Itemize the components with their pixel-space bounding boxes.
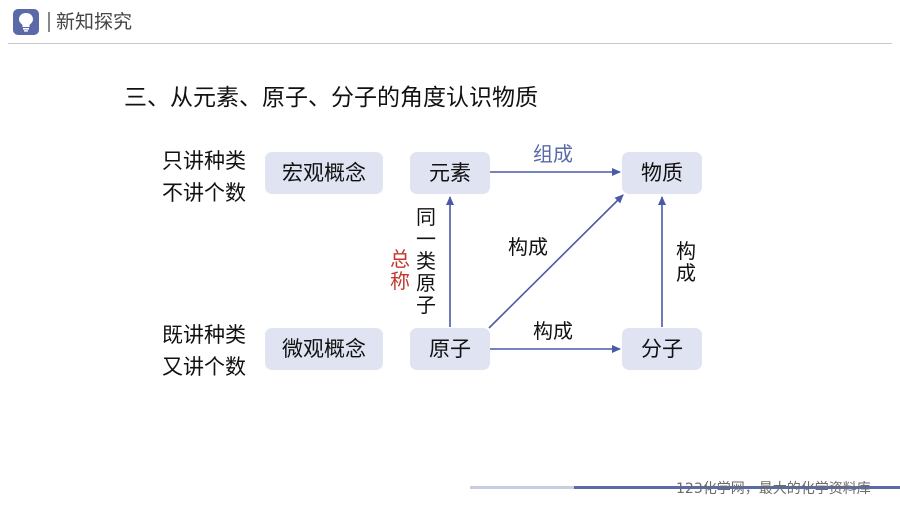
label-char: 类 [416, 249, 436, 273]
header-divider [48, 12, 50, 32]
label-char: 同 [416, 205, 436, 229]
arrow-atom-to-substance [488, 194, 624, 329]
label-same-type-atoms: 同 一 类 原 子 [415, 206, 437, 316]
box-element: 元素 [410, 152, 490, 194]
label-compose: 组成 [533, 142, 573, 166]
label-char: 一 [416, 227, 436, 251]
footer-watermark: 123化学网，最大的化学资料库 [676, 481, 871, 497]
header-rule [8, 43, 892, 44]
macro-note-line1: 只讲种类 [162, 149, 246, 173]
micro-note-line1: 既讲种类 [162, 323, 246, 347]
box-substance: 物质 [622, 152, 702, 194]
label-char: 成 [676, 261, 696, 285]
footer-bar-light [470, 486, 574, 489]
label-constitute-right: 构 成 [675, 240, 697, 284]
box-macro-concept: 宏观概念 [265, 152, 383, 194]
label-constitute-bottom: 构成 [533, 319, 573, 343]
label-char: 总 [390, 247, 410, 271]
micro-note-line2: 又讲个数 [162, 355, 246, 379]
label-char: 称 [390, 269, 410, 293]
label-constitute-diagonal: 构成 [508, 235, 548, 259]
section-title: 新知探究 [56, 11, 133, 33]
box-molecule: 分子 [622, 328, 702, 370]
box-atom: 原子 [410, 328, 490, 370]
macro-note-line2: 不讲个数 [162, 181, 246, 205]
lightbulb-icon [13, 9, 39, 35]
label-general-term: 总 称 [389, 248, 411, 292]
label-char: 原 [416, 271, 436, 295]
label-char: 子 [416, 293, 436, 317]
label-char: 构 [676, 239, 696, 263]
footer-bar-accent [574, 486, 900, 489]
box-micro-concept: 微观概念 [265, 328, 383, 370]
page-heading: 三、从元素、原子、分子的角度认识物质 [124, 85, 538, 111]
